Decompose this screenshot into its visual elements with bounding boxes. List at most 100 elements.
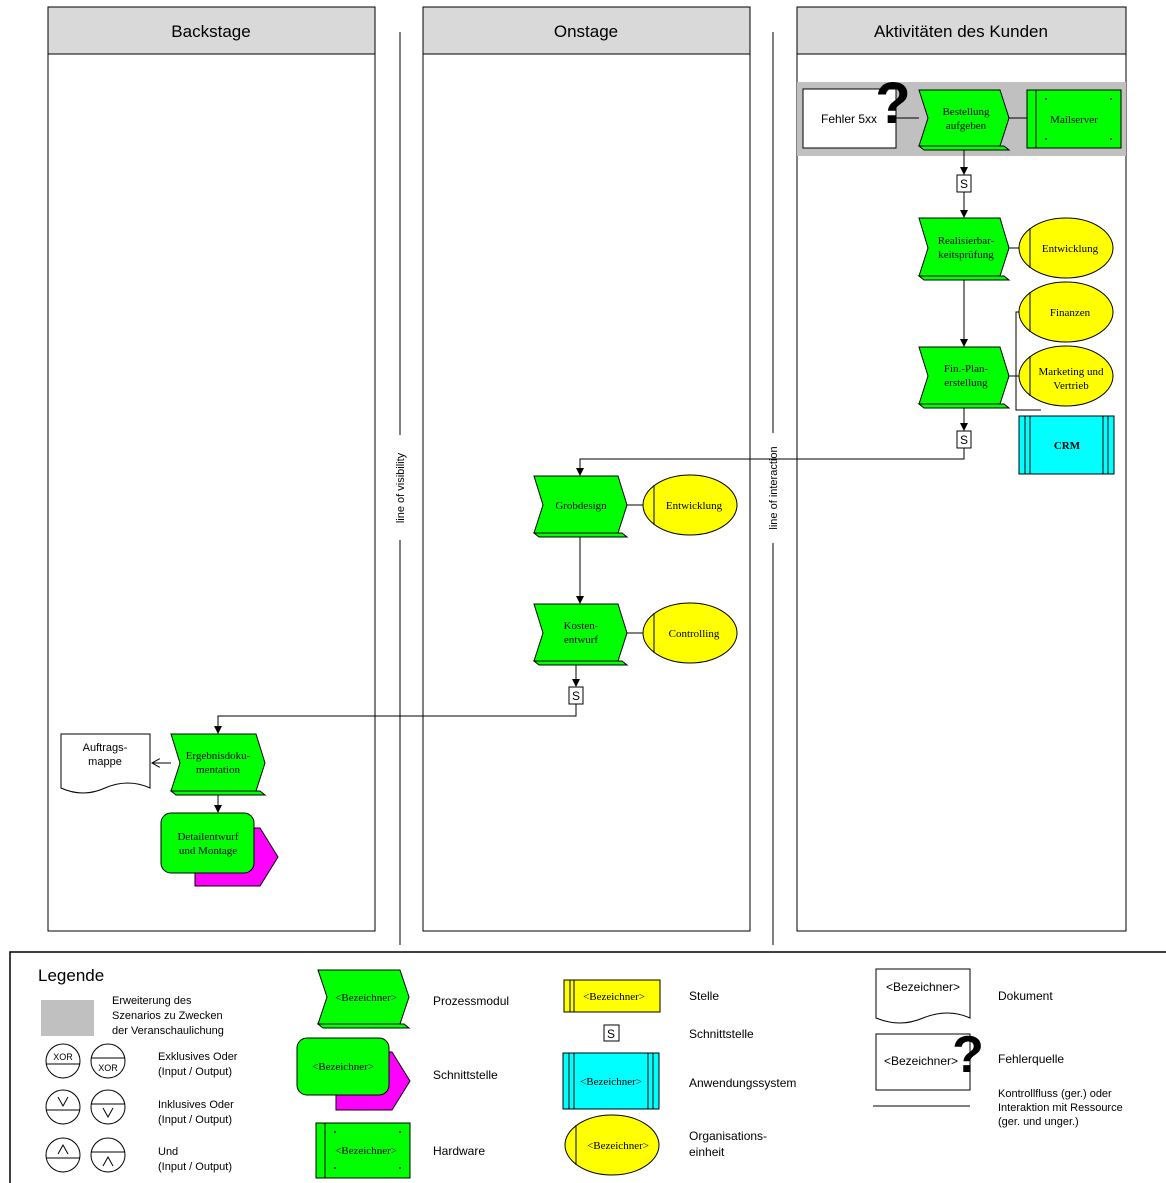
question-mark-icon: ? <box>952 1026 984 1084</box>
error-source-fehler-5xx: Fehler 5xx ? <box>802 71 911 149</box>
svg-text:Finanzen: Finanzen <box>1050 307 1091 319</box>
svg-text:Dokument: Dokument <box>998 989 1053 1003</box>
interface-marker: S <box>568 686 584 705</box>
svg-text:<Bezeichner>: <Bezeichner> <box>583 991 645 1003</box>
svg-text:Vertrieb: Vertrieb <box>1053 380 1089 392</box>
xor-output-icon: XOR <box>90 1043 126 1079</box>
legend-error-source-icon: <Bezeichner> ? <box>875 1026 984 1091</box>
legend-document-icon: <Bezeichner> <box>875 968 971 1024</box>
process-bestellung-aufgeben: Bestellung aufgeben <box>917 89 1011 151</box>
org-unit-entwicklung: Entwicklung <box>1018 217 1114 279</box>
svg-text:(ger. und unger.): (ger. und unger.) <box>998 1116 1079 1128</box>
xor-input-icon: XOR <box>45 1043 81 1079</box>
svg-text:Stelle: Stelle <box>689 989 719 1003</box>
svg-text:<Bezeichner>: <Bezeichner> <box>335 992 397 1004</box>
svg-text:erstellung: erstellung <box>944 377 988 389</box>
svg-text:<Bezeichner>: <Bezeichner> <box>884 1054 958 1068</box>
svg-text:Controlling: Controlling <box>669 628 720 640</box>
svg-text:S: S <box>572 689 580 703</box>
svg-text:Organisations-: Organisations- <box>689 1129 767 1143</box>
svg-text:<Bezeichner>: <Bezeichner> <box>312 1061 374 1073</box>
lane-title: Backstage <box>171 22 250 41</box>
lane-header <box>796 6 1127 55</box>
svg-text:Erweiterung des: Erweiterung des <box>112 995 192 1007</box>
svg-text:Detailentwurf: Detailentwurf <box>177 831 238 843</box>
svg-text:Entwicklung: Entwicklung <box>666 500 723 512</box>
svg-text:Auftrags-: Auftrags- <box>83 742 128 754</box>
svg-text:Grobdesign: Grobdesign <box>555 500 607 512</box>
svg-text:Und: Und <box>158 1146 178 1158</box>
svg-text:Fehlerquelle: Fehlerquelle <box>998 1052 1064 1066</box>
legend-scenario-swatch <box>41 1000 94 1036</box>
process-realisierbarkeitspruefung: Realisierbar- keitsprüfung <box>917 217 1011 281</box>
svg-text:keitsprüfung: keitsprüfung <box>938 249 994 261</box>
process-ergebnisdokumentation: Ergebnisdoku- mentation <box>169 733 267 796</box>
svg-text:Realisierbar-: Realisierbar- <box>938 235 995 247</box>
svg-text:Mailserver: Mailserver <box>1050 114 1098 126</box>
svg-text:der Veranschaulichung: der Veranschaulichung <box>112 1025 224 1037</box>
legend-hardware-icon: <Bezeichner> <box>315 1122 411 1179</box>
svg-text:aufgeben: aufgeben <box>946 120 987 132</box>
svg-text:Inklusives Oder: Inklusives Oder <box>158 1099 234 1111</box>
app-system-crm: CRM <box>1018 415 1115 475</box>
svg-text:Szenarios zu Zwecken: Szenarios zu Zwecken <box>112 1010 223 1022</box>
or-input-icon <box>45 1089 81 1125</box>
org-unit-finanzen: Finanzen <box>1018 281 1114 343</box>
svg-text:Anwendungssystem: Anwendungssystem <box>689 1076 796 1090</box>
interface-module-detailentwurf: Detailentwurf und Montage <box>160 812 279 887</box>
svg-text:Interaktion mit Ressource: Interaktion mit Ressource <box>998 1102 1123 1114</box>
svg-text:Ergebnisdoku-: Ergebnisdoku- <box>186 750 251 762</box>
svg-text:CRM: CRM <box>1054 440 1081 452</box>
svg-text:mappe: mappe <box>88 756 122 768</box>
legend-app-system-icon: <Bezeichner> <box>562 1052 660 1110</box>
or-output-icon <box>90 1089 126 1125</box>
svg-text:<Bezeichner>: <Bezeichner> <box>580 1076 642 1088</box>
svg-text:einheit: einheit <box>689 1145 725 1159</box>
process-grobdesign: Grobdesign <box>532 475 629 538</box>
svg-text:Kontrollfluss (ger.) oder: Kontrollfluss (ger.) oder <box>998 1088 1112 1100</box>
legend-process-module-icon: <Bezeichner> <box>316 969 411 1029</box>
lane-onstage: Onstage <box>422 6 751 932</box>
svg-text:Marketing und: Marketing und <box>1038 366 1104 378</box>
svg-text:Prozessmodul: Prozessmodul <box>433 994 509 1008</box>
svg-text:Hardware: Hardware <box>433 1144 485 1158</box>
org-unit-entwicklung: Entwicklung <box>642 474 738 536</box>
lane-title: Onstage <box>554 22 618 41</box>
svg-text:<Bezeichner>: <Bezeichner> <box>886 980 960 994</box>
and-output-icon <box>90 1137 126 1173</box>
svg-text:XOR: XOR <box>53 1052 73 1062</box>
document-auftragsmappe: Auftrags- mappe <box>60 733 151 794</box>
lane-header <box>422 6 751 55</box>
svg-text:<Bezeichner>: <Bezeichner> <box>587 1140 649 1152</box>
svg-text:und Montage: und Montage <box>179 845 237 857</box>
svg-text:(Input / Output): (Input / Output) <box>158 1066 232 1078</box>
svg-text:Schnittstelle: Schnittstelle <box>689 1027 754 1041</box>
svg-text:XOR: XOR <box>98 1063 118 1073</box>
legend-interface-marker-icon: S <box>603 1024 620 1042</box>
visibility-label: line of visibility <box>395 452 407 523</box>
svg-text:<Bezeichner>: <Bezeichner> <box>335 1145 397 1157</box>
svg-text:S: S <box>960 177 968 191</box>
svg-text:S: S <box>607 1027 615 1041</box>
svg-text:Entwicklung: Entwicklung <box>1042 243 1099 255</box>
svg-text:S: S <box>960 433 968 447</box>
svg-text:entwurf: entwurf <box>564 634 599 646</box>
legend-org-unit-icon: <Bezeichner> <box>564 1114 660 1176</box>
legend: Legende Erweiterung des Szenarios zu Zwe… <box>9 951 1166 1183</box>
svg-text:Schnittstelle: Schnittstelle <box>433 1068 498 1082</box>
org-unit-controlling: Controlling <box>642 602 738 664</box>
svg-text:Kosten-: Kosten- <box>564 620 599 632</box>
legend-title: Legende <box>38 966 104 985</box>
svg-text:Bestellung: Bestellung <box>942 106 990 118</box>
svg-text:(Input / Output): (Input / Output) <box>158 1114 232 1126</box>
legend-position-icon: <Bezeichner> <box>563 979 661 1013</box>
process-kostenentwurf: Kosten- entwurf <box>532 603 629 666</box>
hardware-mailserver: Mailserver <box>1026 89 1122 149</box>
legend-interface-module-icon: <Bezeichner> <box>296 1037 411 1111</box>
lane-customer: Aktivitäten des Kunden <box>796 6 1127 932</box>
interface-marker: S <box>956 174 972 193</box>
and-input-icon <box>45 1137 81 1173</box>
question-mark-icon: ? <box>875 71 910 136</box>
lane-header <box>47 6 376 55</box>
